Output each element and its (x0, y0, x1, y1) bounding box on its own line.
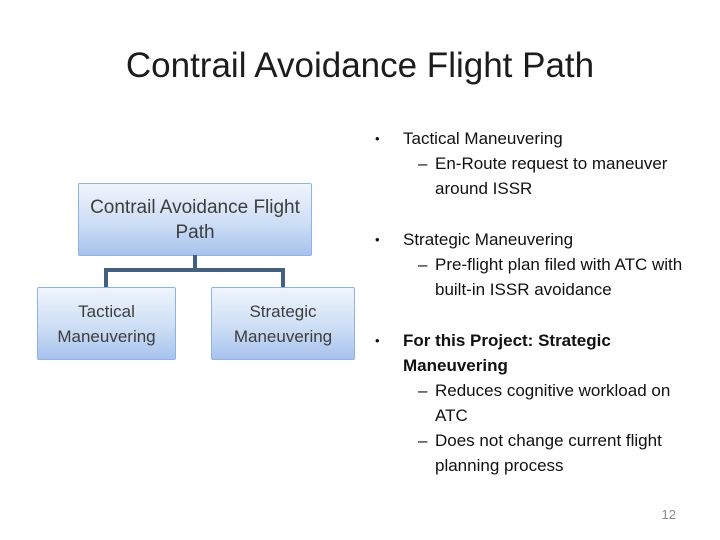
sub-bullet-text: Does not change current flight planning … (435, 431, 662, 475)
bullet-title-row: • For this Project: Strategic Maneuverin… (374, 328, 696, 378)
bullet-title-row: • Tactical Maneuvering (374, 126, 696, 151)
bullet-marker: • (375, 232, 380, 247)
connector-right-drop (281, 268, 285, 288)
sub-bullet-row: – Does not change current flight plannin… (374, 428, 696, 478)
bullet-item-project: • For this Project: Strategic Maneuverin… (374, 328, 696, 478)
sub-bullet-text: En-Route request to maneuver around ISSR (435, 154, 668, 198)
sub-bullet-text: Reduces cognitive workload on ATC (435, 381, 671, 425)
sub-bullet-text: Pre-flight plan filed with ATC with buil… (435, 255, 683, 299)
dash-marker: – (418, 154, 428, 173)
bullet-title: Strategic Maneuvering (403, 230, 574, 249)
dash-marker: – (418, 381, 428, 400)
slide-title: Contrail Avoidance Flight Path (125, 46, 595, 85)
connector-left-drop (104, 268, 108, 288)
bullet-list: • Tactical Maneuvering – En-Route reques… (374, 126, 696, 504)
org-chart-strategic-box: Strategic Maneuvering (211, 287, 355, 360)
sub-bullet-row: – En-Route request to maneuver around IS… (374, 151, 696, 201)
org-chart-tactical-label: Tactical Maneuvering (57, 301, 156, 346)
org-chart-tactical-box: Tactical Maneuvering (37, 287, 176, 360)
bullet-title: For this Project: Strategic Maneuvering (403, 331, 611, 375)
bullet-marker: • (375, 333, 380, 348)
bullet-marker: • (375, 131, 380, 146)
bullet-title-row: • Strategic Maneuvering (374, 227, 696, 252)
sub-bullet-row: – Pre-flight plan filed with ATC with bu… (374, 252, 696, 302)
bullet-item-strategic: • Strategic Maneuvering – Pre-flight pla… (374, 227, 696, 302)
connector-crossbar (104, 268, 285, 272)
org-chart-strategic-label: Strategic Maneuvering (233, 301, 333, 346)
sub-bullet-row: – Reduces cognitive workload on ATC (374, 378, 696, 428)
bullet-item-tactical: • Tactical Maneuvering – En-Route reques… (374, 126, 696, 201)
dash-marker: – (418, 431, 428, 450)
org-chart-root-label: Contrail Avoidance Flight Path (90, 196, 300, 243)
bullet-title: Tactical Maneuvering (403, 129, 563, 148)
org-chart-root-box: Contrail Avoidance Flight Path (78, 183, 312, 256)
connector-root-stem (193, 255, 197, 270)
slide-number: 12 (661, 507, 676, 522)
dash-marker: – (418, 255, 428, 274)
